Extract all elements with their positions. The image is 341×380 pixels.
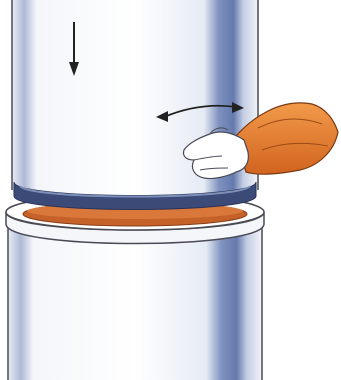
lower-pipe — [8, 222, 262, 380]
upper-pipe — [12, 0, 258, 210]
